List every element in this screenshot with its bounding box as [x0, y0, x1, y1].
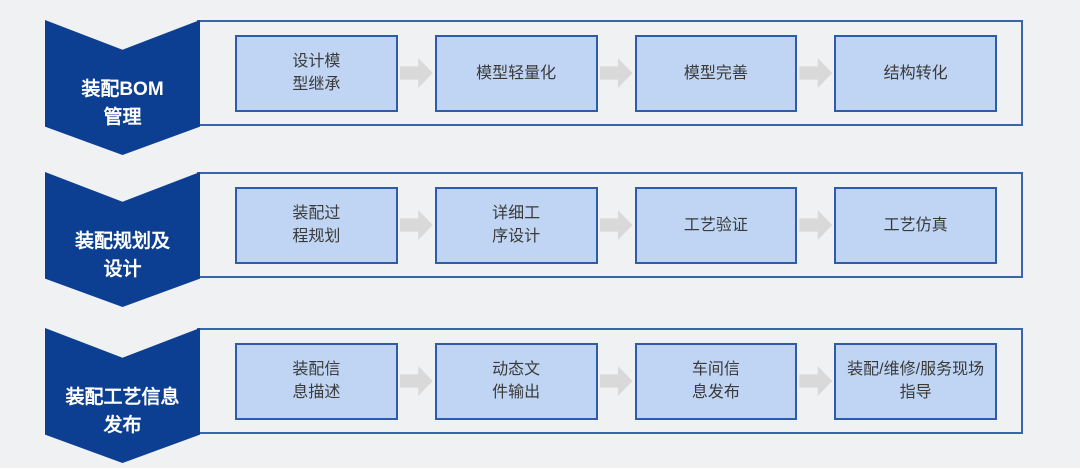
banner-label-line: 发布 — [103, 414, 142, 436]
arrow-right-icon — [599, 210, 633, 240]
step-label-line: 息描述 — [292, 384, 341, 401]
step-box: 工艺验证 — [634, 186, 798, 264]
step-label-line: 装配/维修/服务现场 — [847, 361, 985, 378]
arrow-right-icon — [399, 58, 433, 88]
step-box: 车间信 息发布 — [634, 342, 798, 420]
arrow-right-icon — [799, 58, 833, 88]
row-container: 设计模 型继承 模型轻量化 模型完善 结构转化 — [197, 20, 1023, 126]
process-row-bom: 设计模 型继承 模型轻量化 模型完善 结构转化 装配BOM 管理 — [0, 20, 1080, 155]
step-box: 设计模 型继承 — [235, 34, 398, 112]
step-box: 结构转化 — [834, 34, 997, 112]
step-box: 装配/维修/服务现场 指导 — [834, 342, 997, 420]
arrow-right-icon — [599, 58, 633, 88]
step-label-line: 设计模 — [292, 53, 341, 70]
arrow-right-icon — [799, 210, 833, 240]
step-label-line: 型继承 — [292, 76, 341, 93]
arrow-right-icon — [599, 366, 633, 396]
step-label-line: 模型完善 — [683, 64, 748, 82]
row-container: 装配过 程规划 详细工 序设计 工艺验证 工艺仿真 — [197, 172, 1023, 278]
arrow-right-icon — [799, 366, 833, 396]
step-label-line: 工艺仿真 — [883, 216, 948, 234]
process-row-publish: 装配信 息描述 动态文 件输出 车间信 息发布 装配/维修/服务现场 指导 装配… — [0, 328, 1080, 463]
step-box: 装配过 程规划 — [235, 186, 398, 264]
step-label-line: 工艺验证 — [683, 216, 748, 234]
step-label-line: 程规划 — [292, 228, 341, 245]
banner-label-line: 设计 — [103, 258, 142, 280]
step-box: 动态文 件输出 — [434, 342, 598, 420]
step-label-line: 装配过 — [292, 205, 341, 222]
step-label-line: 结构转化 — [883, 64, 948, 82]
step-label-line: 件输出 — [492, 384, 541, 401]
step-box: 模型轻量化 — [434, 34, 598, 112]
arrow-right-icon — [399, 210, 433, 240]
step-label-line: 息发布 — [691, 384, 740, 401]
step-box: 工艺仿真 — [834, 186, 997, 264]
step-label-line: 车间信 — [691, 361, 740, 378]
step-box: 详细工 序设计 — [434, 186, 598, 264]
banner-label-line: 管理 — [103, 106, 142, 128]
step-label-line: 序设计 — [492, 228, 541, 245]
step-box: 模型完善 — [634, 34, 798, 112]
process-row-planning: 装配过 程规划 详细工 序设计 工艺验证 工艺仿真 装配规划及 设计 — [0, 172, 1080, 307]
step-label-line: 动态文 — [492, 361, 541, 378]
row-container: 装配信 息描述 动态文 件输出 车间信 息发布 装配/维修/服务现场 指导 — [197, 328, 1023, 434]
phase-banner-bom: 装配BOM 管理 — [45, 20, 200, 155]
banner-label-line: 装配BOM — [81, 78, 164, 100]
step-box: 装配信 息描述 — [235, 342, 398, 420]
step-label-line: 详细工 — [492, 205, 541, 222]
phase-banner-publish: 装配工艺信息 发布 — [45, 328, 200, 463]
banner-label-line: 装配规划及 — [74, 230, 170, 252]
step-label-line: 装配信 — [292, 361, 341, 378]
banner-label-line: 装配工艺信息 — [65, 386, 180, 408]
arrow-right-icon — [399, 366, 433, 396]
phase-banner-planning: 装配规划及 设计 — [45, 172, 200, 307]
step-label-line: 模型轻量化 — [476, 64, 557, 82]
step-label-line: 指导 — [899, 384, 932, 401]
